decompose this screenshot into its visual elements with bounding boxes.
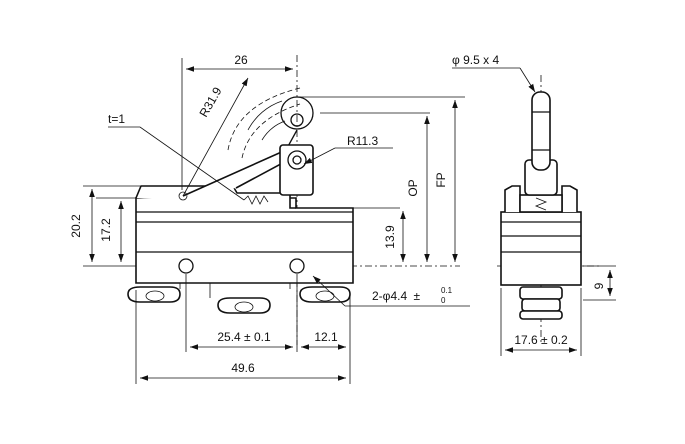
dim-side-height: 9 bbox=[592, 282, 606, 289]
mount-hole-left bbox=[178, 258, 194, 274]
dim-holes-tol-lower: 0 bbox=[441, 296, 446, 305]
actuator-housing bbox=[135, 185, 296, 209]
mount-hole-right bbox=[289, 258, 305, 274]
dim-side-width: 17.6 ± 0.2 bbox=[514, 333, 568, 347]
dim-thickness: t=1 bbox=[108, 112, 125, 126]
dim-holes-tol-upper: 0.1 bbox=[441, 286, 453, 295]
dim-roller-spec: φ 9.5 x 4 bbox=[452, 53, 499, 67]
roller-bracket bbox=[279, 144, 314, 196]
dim-free-position: FP bbox=[434, 172, 448, 187]
dim-mount-height: 13.9 bbox=[383, 225, 397, 249]
dim-left-inner-height: 17.2 bbox=[99, 218, 113, 242]
front-dimensions: 26 t=1 R31.9 R11.3 OP FP 13.9 20.2 17.2 bbox=[69, 53, 470, 384]
dim-roller-radius: R11.3 bbox=[347, 134, 378, 148]
side-dimensions: φ 9.5 x 4 9 17.6 ± 0.2 bbox=[452, 53, 616, 356]
lever-pivot bbox=[178, 191, 188, 201]
side-view bbox=[497, 75, 600, 345]
front-view bbox=[127, 55, 460, 345]
dim-operating-position: OP bbox=[406, 179, 420, 196]
dim-hole-offset: 12.1 bbox=[314, 330, 338, 344]
dim-lever-radius: R31.9 bbox=[196, 84, 224, 119]
dim-body-length: 49.6 bbox=[231, 361, 255, 375]
dim-holes: 2-φ4.4 ± bbox=[372, 289, 420, 303]
terminals bbox=[127, 283, 351, 314]
dim-left-outer-height: 20.2 bbox=[69, 214, 83, 238]
spring bbox=[243, 195, 269, 205]
side-body bbox=[500, 211, 582, 286]
lever-arm bbox=[182, 149, 294, 197]
side-roller bbox=[531, 91, 551, 171]
dim-hole-pitch: 25.4 ± 0.1 bbox=[217, 330, 271, 344]
dim-top-width: 26 bbox=[234, 53, 248, 67]
switch-body bbox=[135, 197, 354, 284]
